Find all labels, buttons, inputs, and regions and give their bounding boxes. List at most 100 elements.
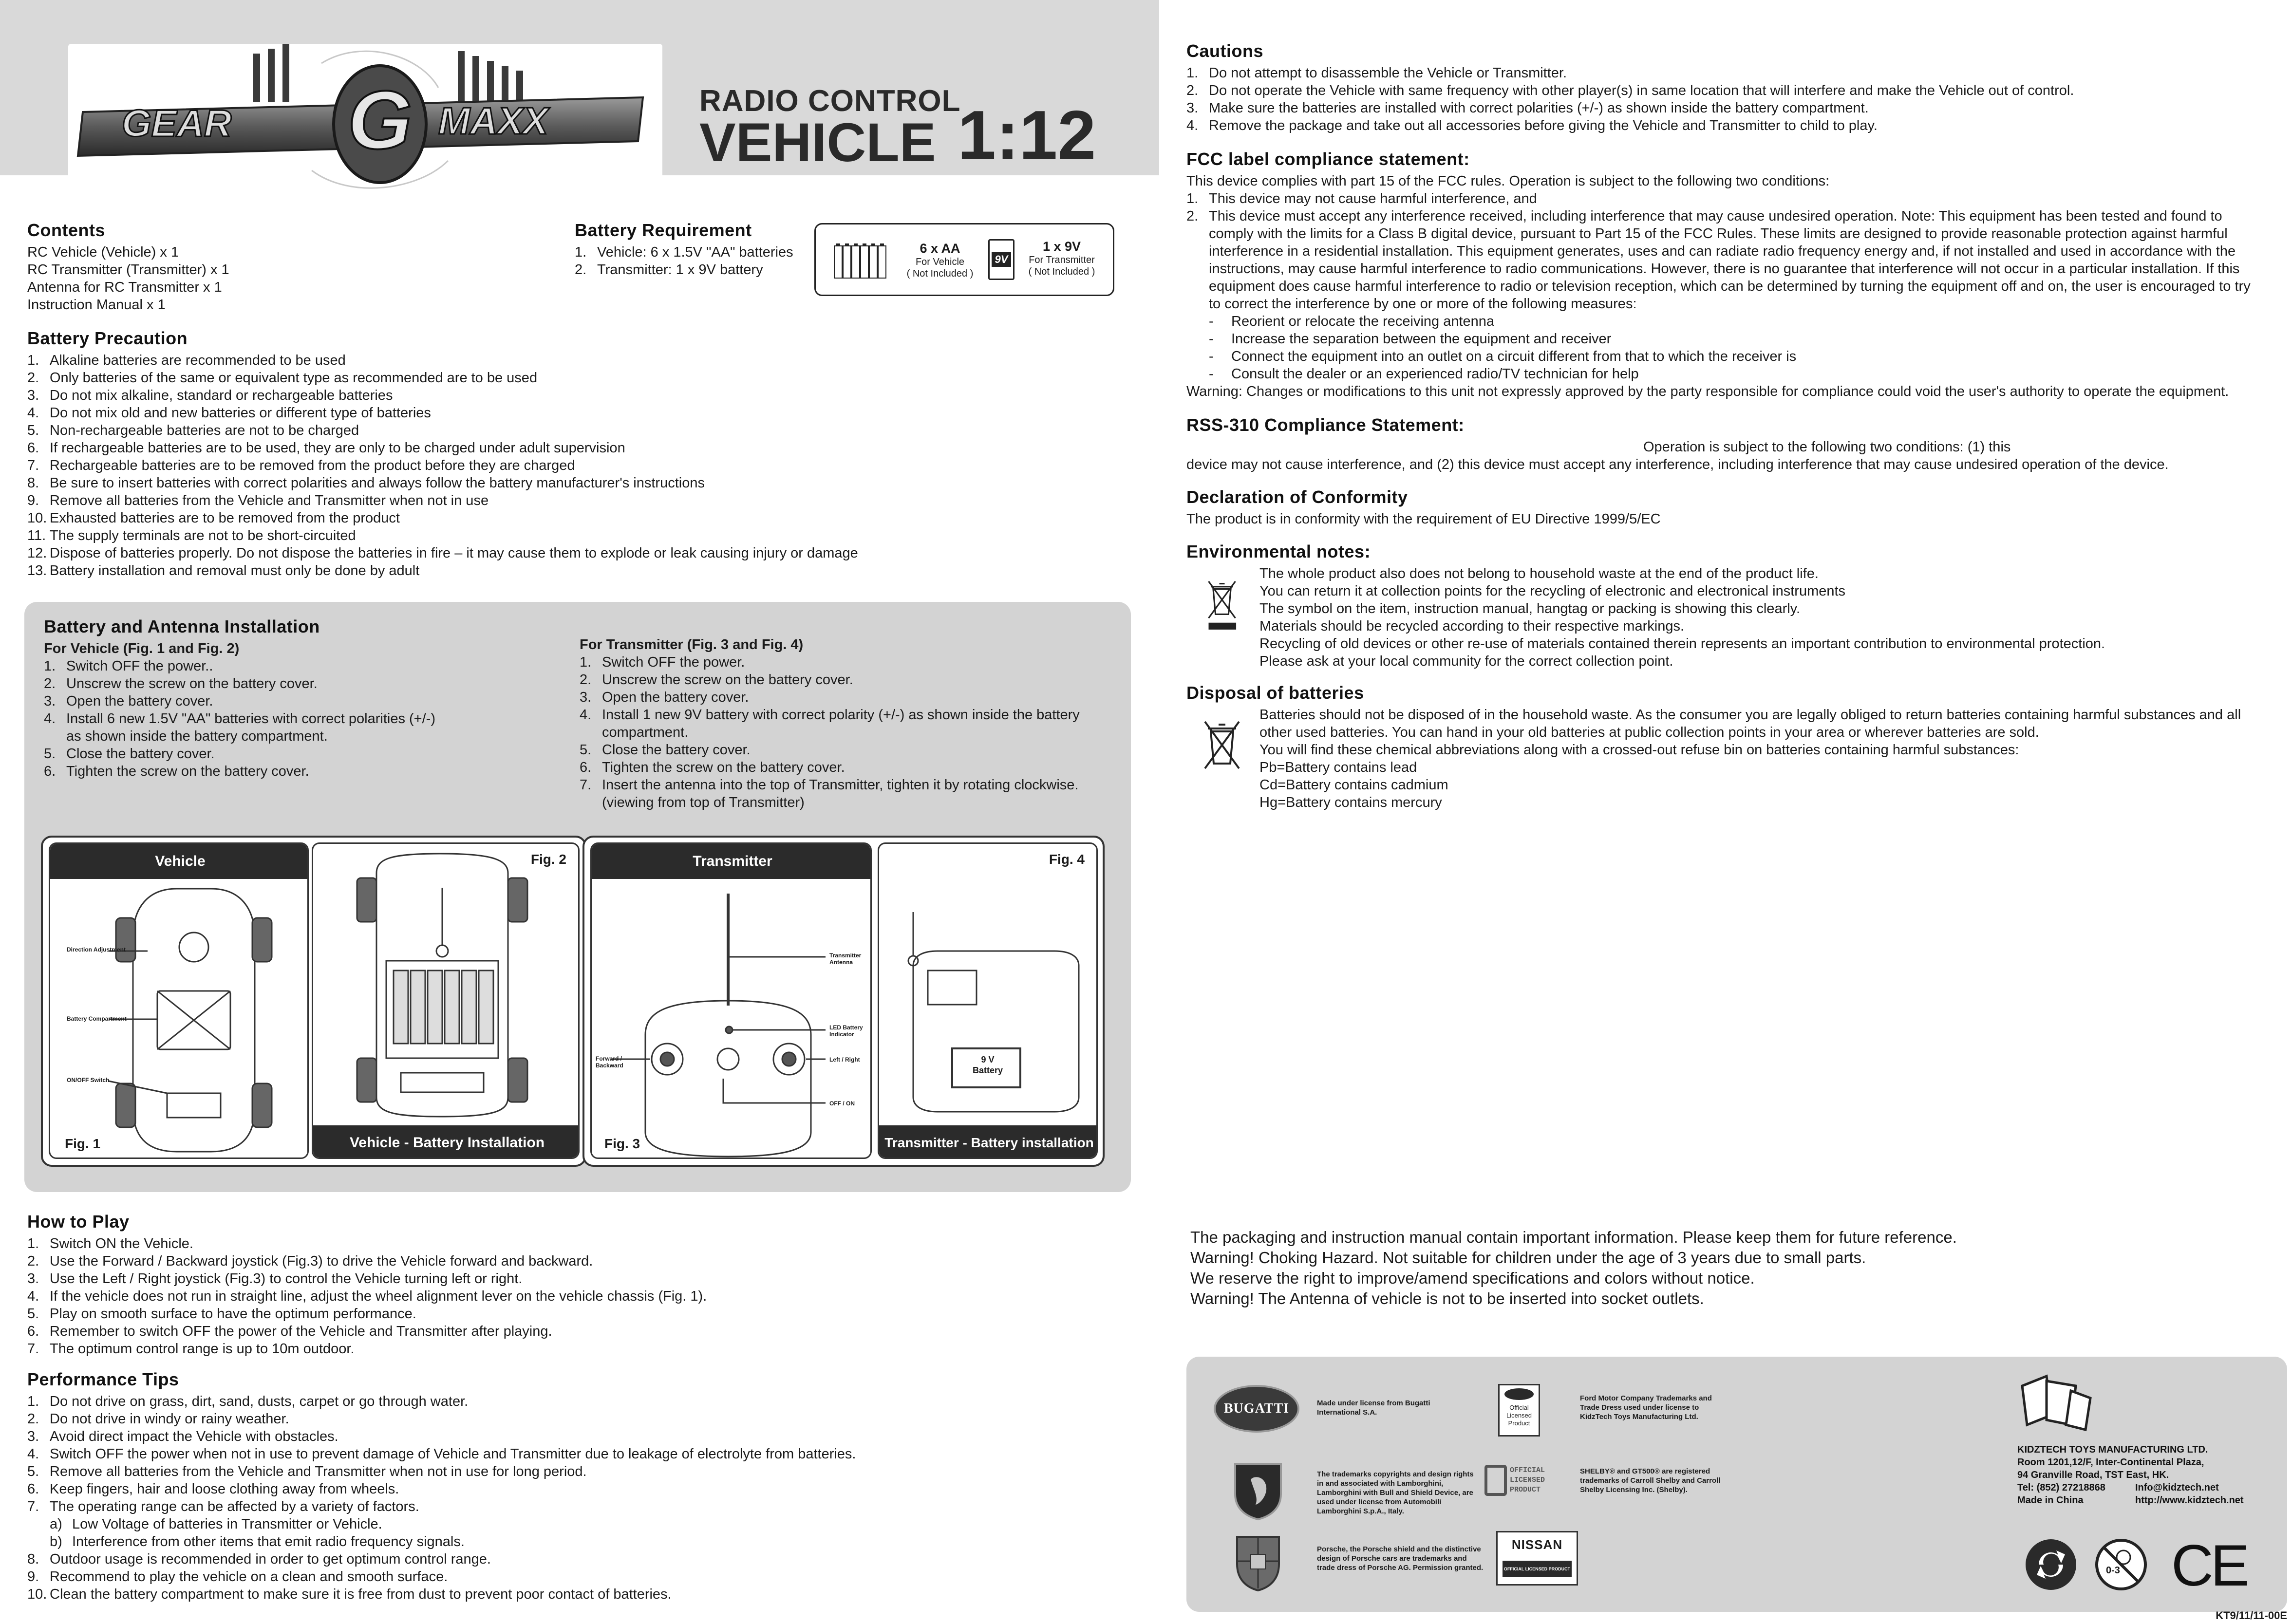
conformity-heading: Declaration of Conformity bbox=[1186, 487, 1408, 507]
cautions-heading: Cautions bbox=[1186, 41, 1264, 61]
company-website: http://www.kidztech.net bbox=[2135, 1495, 2244, 1506]
svg-text:MAXX: MAXX bbox=[438, 99, 550, 142]
conformity-text: The product is in conformity with the re… bbox=[1186, 511, 1661, 527]
nine-volt-battery-label: 9 V Battery bbox=[972, 1055, 1003, 1075]
bugatti-logo: BUGATTI bbox=[1214, 1385, 1299, 1433]
transmitter-illustration bbox=[611, 894, 826, 1157]
list-item: 4.Remove the package and take out all ac… bbox=[1186, 118, 1878, 133]
performance-tips-heading: Performance Tips bbox=[27, 1369, 179, 1389]
notice-line: We reserve the right to improve/amend sp… bbox=[1190, 1269, 1755, 1287]
installation-panel: Battery and Antenna Installation For Veh… bbox=[24, 602, 1131, 1192]
left-right-callout: Left / Right bbox=[829, 1056, 860, 1063]
measure-item: -Connect the equipment into an outlet on… bbox=[1209, 349, 1797, 364]
list-subitem: b)Interference from other items that emi… bbox=[50, 1534, 465, 1549]
rss-line1: Operation is subject to the following tw… bbox=[1643, 439, 2011, 455]
list-item: 6.Remember to switch OFF the power of th… bbox=[27, 1324, 552, 1339]
list-item: 5.Remove all batteries from the Vehicle … bbox=[27, 1464, 587, 1479]
company-email: Info@kidztech.net bbox=[2135, 1482, 2219, 1493]
notices-section: The packaging and instruction manual con… bbox=[1190, 1227, 1957, 1309]
ce-mark-icon: CE bbox=[2171, 1533, 2250, 1598]
fig4-card: Fig. 4 9 V Battery Transmitter - Battery… bbox=[878, 842, 1098, 1159]
disposal-line: other used batteries. You can hand in yo… bbox=[1259, 725, 2039, 740]
list-item: 7.The optimum control range is up to 10m… bbox=[27, 1341, 355, 1357]
shelby-snake-icon bbox=[1484, 1465, 1507, 1496]
company-address-2: 94 Granville Road, TST East, HK. bbox=[2017, 1470, 2169, 1480]
how-to-play-heading: How to Play bbox=[27, 1212, 130, 1232]
performance-tips-section: Performance Tips 1.Do not drive on grass… bbox=[27, 1369, 1138, 1603]
list-item: 5.Close the battery cover. bbox=[44, 746, 215, 762]
onoff-switch-callout: ON/OFF Switch bbox=[67, 1077, 110, 1083]
right-panel: Cautions 1.Do not attempt to disassemble… bbox=[1159, 0, 2292, 1624]
environmental-section: Environmental notes: The whole product a… bbox=[1186, 541, 2289, 670]
shelby-badge: OFFICIAL LICENSED PRODUCT bbox=[1510, 1466, 1545, 1494]
title-scale: 1:12 bbox=[958, 96, 1096, 174]
list-item-continuation: as shown inside the battery compartment. bbox=[66, 728, 328, 744]
nine-volt-battery-icon: 9V bbox=[988, 239, 1014, 280]
list-item: 2.Do not drive in windy or rainy weather… bbox=[27, 1411, 289, 1427]
transmitter-install-bar: Transmitter - Battery installation bbox=[879, 1125, 1096, 1157]
installation-heading: Battery and Antenna Installation bbox=[44, 616, 320, 636]
brand-logo-graphic: G GEAR MAXX bbox=[76, 44, 644, 189]
disposal-section: Disposal of batteries Batteries should n… bbox=[1186, 683, 2289, 811]
vehicle-install-bar: Vehicle - Battery Installation bbox=[313, 1125, 578, 1157]
document-code: KT9/11/11-00E bbox=[2216, 1609, 2287, 1622]
list-item: 11.The supply terminals are not to be sh… bbox=[27, 528, 356, 543]
list-item-continuation: equipment does cause harmful interferenc… bbox=[1209, 279, 2251, 294]
list-item: 1.Vehicle: 6 x 1.5V "AA" batteries bbox=[575, 244, 793, 260]
environmental-line: You can return it at collection points f… bbox=[1259, 583, 1846, 599]
list-item: 6.Tighten the screw on the battery cover… bbox=[44, 764, 309, 779]
list-item: 6.Tighten the screw on the battery cover… bbox=[580, 760, 845, 775]
disposal-line: Batteries should not be disposed of in t… bbox=[1259, 707, 2241, 723]
disposal-line: You will find these chemical abbreviatio… bbox=[1259, 742, 2019, 758]
list-item-continuation: instructions, may cause harmful interfer… bbox=[1209, 261, 2240, 277]
notice-line: The packaging and instruction manual con… bbox=[1190, 1228, 1957, 1246]
nine-note: ( Not Included ) bbox=[1028, 266, 1095, 277]
list-item: 7.Rechargeable batteries are to be remov… bbox=[27, 458, 575, 473]
list-item: 6.If rechargeable batteries are to be us… bbox=[27, 440, 625, 456]
how-to-play-section: How to Play 1.Switch ON the Vehicle. 2.U… bbox=[27, 1212, 1138, 1358]
list-item: 2.Unscrew the screw on the battery cover… bbox=[44, 676, 318, 691]
list-item: 2.Unscrew the screw on the battery cover… bbox=[580, 672, 853, 688]
contents-item: Instruction Manual x 1 bbox=[27, 297, 166, 313]
disposal-line: Hg=Battery contains mercury bbox=[1259, 795, 1442, 810]
company-made-in: Made in China bbox=[2017, 1495, 2084, 1506]
environmental-line: Please ask at your local community for t… bbox=[1259, 653, 1673, 669]
fcc-intro: This device complies with part 15 of the… bbox=[1186, 173, 1830, 189]
kidztech-logo bbox=[2021, 1374, 2092, 1432]
environmental-line: The symbol on the item, instruction manu… bbox=[1259, 601, 1801, 616]
fig3-card: Transmitter bbox=[590, 842, 872, 1159]
list-item: 4.Install 1 new 9V battery with correct … bbox=[580, 707, 1080, 723]
porsche-crest-icon bbox=[1236, 1536, 1280, 1592]
list-subitem: a)Low Voltage of batteries in Transmitte… bbox=[50, 1516, 382, 1532]
list-item: 1.Do not drive on grass, dirt, sand, dus… bbox=[27, 1394, 469, 1409]
contents-item: Antenna for RC Transmitter x 1 bbox=[27, 280, 222, 295]
list-item: 3.Open the battery cover. bbox=[580, 690, 749, 705]
list-item: 9.Remove all batteries from the Vehicle … bbox=[27, 493, 489, 508]
environmental-line: The whole product also does not belong t… bbox=[1259, 566, 1819, 581]
contents-heading: Contents bbox=[27, 220, 105, 240]
list-item: 1.Switch ON the Vehicle. bbox=[27, 1236, 193, 1251]
disposal-line: Cd=Battery contains cadmium bbox=[1259, 777, 1448, 793]
title-vehicle: VEHICLE bbox=[699, 112, 936, 173]
aa-count: 6 x AA bbox=[920, 241, 960, 256]
age-warning-icon bbox=[2095, 1539, 2147, 1590]
list-item: 2.Transmitter: 1 x 9V battery bbox=[575, 262, 763, 278]
company-name: KIDZTECH TOYS MANUFACTURING LTD. bbox=[2017, 1444, 2208, 1455]
battery-precaution-section: Battery Precaution 1.Alkaline batteries … bbox=[27, 328, 1138, 579]
disposal-heading: Disposal of batteries bbox=[1186, 683, 1364, 703]
list-item: 1.Alkaline batteries are recommended to … bbox=[27, 353, 346, 368]
nissan-badge: NISSAN OFFICIAL LICENSED PRODUCT bbox=[1496, 1531, 1578, 1586]
off-on-callout: OFF / ON bbox=[829, 1100, 855, 1107]
list-item: 2.Only batteries of the same or equivale… bbox=[27, 370, 538, 386]
vehicle-chassis-illustration bbox=[108, 888, 273, 1153]
contents-section: Contents RC Vehicle (Vehicle) x 1 RC Tra… bbox=[27, 220, 514, 314]
list-item: 10.Exhausted batteries are to be removed… bbox=[27, 510, 400, 526]
age-range-label: 0-3 bbox=[2106, 1565, 2120, 1576]
list-item-continuation: to correct the interference by one or mo… bbox=[1209, 296, 1637, 312]
list-item: 3.Use the Left / Right joystick (Fig.3) … bbox=[27, 1271, 523, 1287]
list-item: 9.Recommend to play the vehicle on a cle… bbox=[27, 1569, 448, 1585]
list-item: 1.Switch OFF the power.. bbox=[44, 658, 213, 674]
recycle-icon bbox=[2026, 1539, 2076, 1590]
list-item: 13.Battery installation and removal must… bbox=[27, 563, 420, 579]
list-item: 1.Switch OFF the power. bbox=[580, 654, 745, 670]
